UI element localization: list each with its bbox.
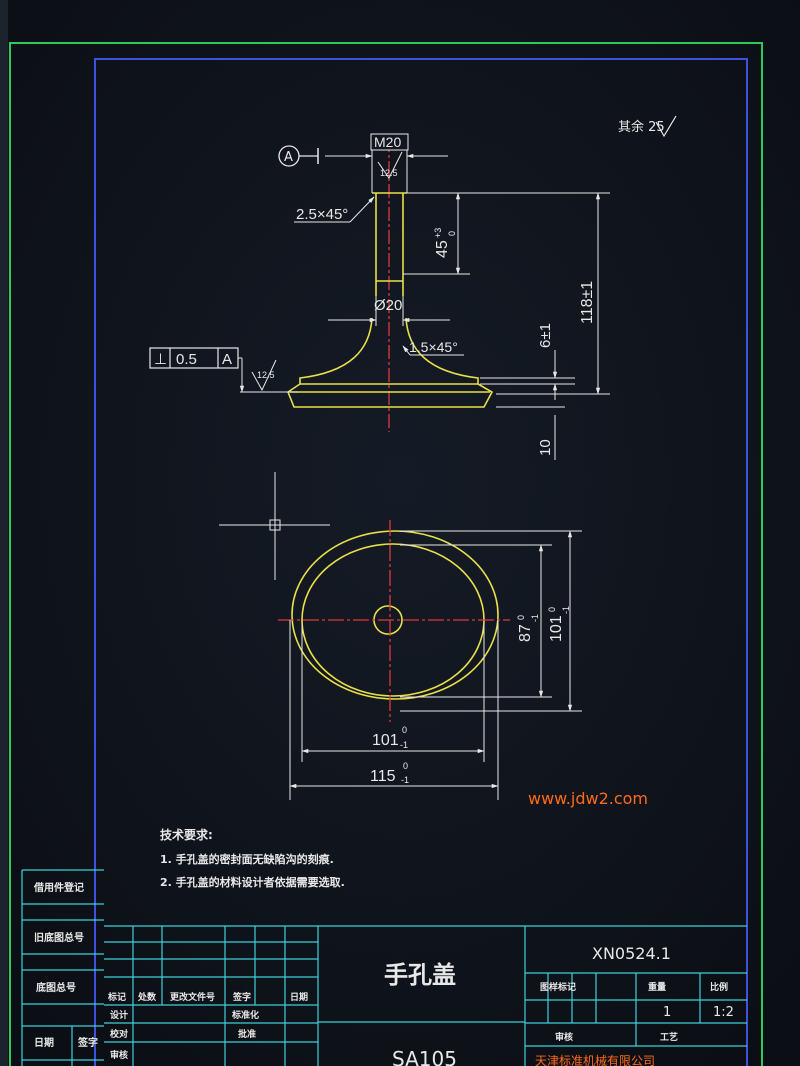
svg-text:0: 0: [547, 607, 557, 612]
drawing-number: XN0524.1: [592, 944, 671, 963]
material: SA105: [392, 1047, 457, 1066]
svg-text:图样标记: 图样标记: [540, 981, 576, 993]
total-height-dimension: 118±1: [407, 192, 610, 395]
svg-text:比例: 比例: [710, 981, 728, 993]
inner-minor-dimension: 87 0 -1: [400, 544, 552, 698]
inner-major-dimension: 101 0 -1: [301, 625, 485, 762]
svg-text:12.5: 12.5: [380, 168, 398, 178]
svg-text:1:2: 1:2: [713, 1005, 734, 1020]
svg-text:更改文件号: 更改文件号: [170, 991, 215, 1003]
svg-text:批准: 批准: [238, 1028, 256, 1040]
svg-text:底图总号: 底图总号: [36, 981, 76, 994]
outer-minor-dimension: 101 0 -1: [400, 530, 582, 712]
stem-outline: [372, 192, 407, 296]
svg-text:45: 45: [434, 240, 451, 258]
svg-text:校对: 校对: [110, 1028, 128, 1040]
chamfer-top-leader: 2.5×45°: [294, 196, 375, 223]
top-view: 87 0 -1 101 0 -1 101 0: [219, 472, 582, 800]
flange-height-dimension: 6±1: [480, 323, 575, 400]
svg-text:87: 87: [517, 624, 534, 642]
svg-text:2.5×45°: 2.5×45°: [296, 206, 348, 223]
svg-text:101: 101: [372, 732, 399, 749]
svg-text:日期: 日期: [34, 1036, 54, 1049]
svg-text:重量: 重量: [648, 981, 666, 993]
title-block-grid: [104, 925, 747, 1066]
svg-text:115: 115: [370, 768, 396, 785]
svg-text:-1: -1: [561, 606, 571, 614]
svg-text:标准化: 标准化: [231, 1009, 259, 1021]
base-height-dimension: 10: [496, 406, 565, 460]
cad-cursor-crosshair[interactable]: [219, 472, 330, 580]
height-45-dimension: 45 +3 0: [403, 192, 470, 275]
front-view: A M20 12.5 2.5×45°: [149, 133, 610, 460]
screen-left-bezel: [0, 0, 8, 1066]
svg-text:1: 1: [663, 1005, 671, 1020]
part-name: 手孔盖: [384, 961, 456, 989]
svg-text:0.5: 0.5: [176, 351, 197, 368]
tech-requirements: 技术要求: 1. 手孔盖的密封面无缺陷沟的刻痕. 2. 手孔盖的材料设计者依据需…: [160, 827, 345, 889]
svg-text:借用件登记: 借用件登记: [33, 881, 84, 894]
shaft-diameter-dimension: Ø20: [328, 296, 450, 326]
svg-text:1.5×45°: 1.5×45°: [409, 339, 458, 355]
svg-text:+3: +3: [433, 228, 443, 238]
svg-text:设计: 设计: [110, 1009, 128, 1021]
outer-ellipse: [291, 530, 499, 700]
chamfer-bottom-leader: 1.5×45°: [402, 339, 464, 356]
svg-text:2. 手孔盖的材料设计者依据需要选取.: 2. 手孔盖的材料设计者依据需要选取.: [160, 875, 345, 889]
svg-text:签字: 签字: [77, 1036, 98, 1049]
svg-text:0: 0: [402, 725, 407, 735]
svg-text:⊥: ⊥: [154, 351, 167, 368]
thread-dimension: M20 12.5: [325, 133, 448, 193]
left-margin-labels: 借用件登记 旧底图总号 底图总号 日期 签字: [33, 881, 98, 1049]
svg-text:日期: 日期: [290, 991, 308, 1003]
svg-text:其余 25: 其余 25: [618, 119, 665, 135]
company-name: 天津标准机械有限公司: [535, 1053, 655, 1066]
svg-text:A: A: [222, 351, 232, 368]
svg-text:处数: 处数: [137, 991, 157, 1003]
svg-text:旧底图总号: 旧底图总号: [34, 931, 84, 944]
inner-frame: [94, 58, 748, 1066]
svg-text:-1: -1: [400, 740, 408, 750]
datum-marker: A: [278, 145, 319, 167]
svg-text:-1: -1: [530, 614, 540, 622]
svg-text:工艺: 工艺: [660, 1031, 678, 1043]
svg-text:审核: 审核: [555, 1031, 573, 1043]
surface-finish-note: 其余 25: [618, 115, 677, 138]
svg-text:技术要求:: 技术要求:: [160, 827, 213, 842]
svg-text:1. 手孔盖的密封面无缺陷沟的刻痕.: 1. 手孔盖的密封面无缺陷沟的刻痕.: [160, 852, 334, 866]
base-roughness-symbol: 12.5: [251, 359, 277, 392]
flange-outline: [287, 317, 494, 408]
svg-text:M20: M20: [374, 134, 401, 150]
svg-text:0: 0: [403, 761, 408, 771]
svg-text:Ø20: Ø20: [374, 297, 402, 314]
title-block-text: 手孔盖 XN0524.1 SA105 天津标准机械有限公司 标记 处数 更改文件…: [107, 944, 734, 1066]
perpendicularity-frame: ⊥ 0.5 A: [149, 347, 298, 393]
svg-text:审核: 审核: [110, 1049, 128, 1061]
outer-frame: [9, 42, 763, 1066]
watermark: www.jdw2.com: [528, 789, 648, 808]
outer-major-dimension: 115 0 -1: [289, 620, 499, 800]
svg-text:-1: -1: [401, 775, 409, 785]
svg-text:签字: 签字: [232, 991, 251, 1003]
svg-text:标记: 标记: [107, 991, 126, 1003]
svg-text:118±1: 118±1: [579, 281, 596, 324]
svg-text:6±1: 6±1: [537, 323, 554, 348]
svg-text:12.5: 12.5: [257, 370, 275, 380]
svg-text:101: 101: [548, 615, 565, 642]
svg-text:A: A: [284, 150, 293, 165]
svg-text:10: 10: [537, 439, 554, 456]
svg-text:0: 0: [516, 615, 526, 620]
svg-text:0: 0: [447, 231, 457, 236]
left-margin-table: [21, 869, 104, 1066]
